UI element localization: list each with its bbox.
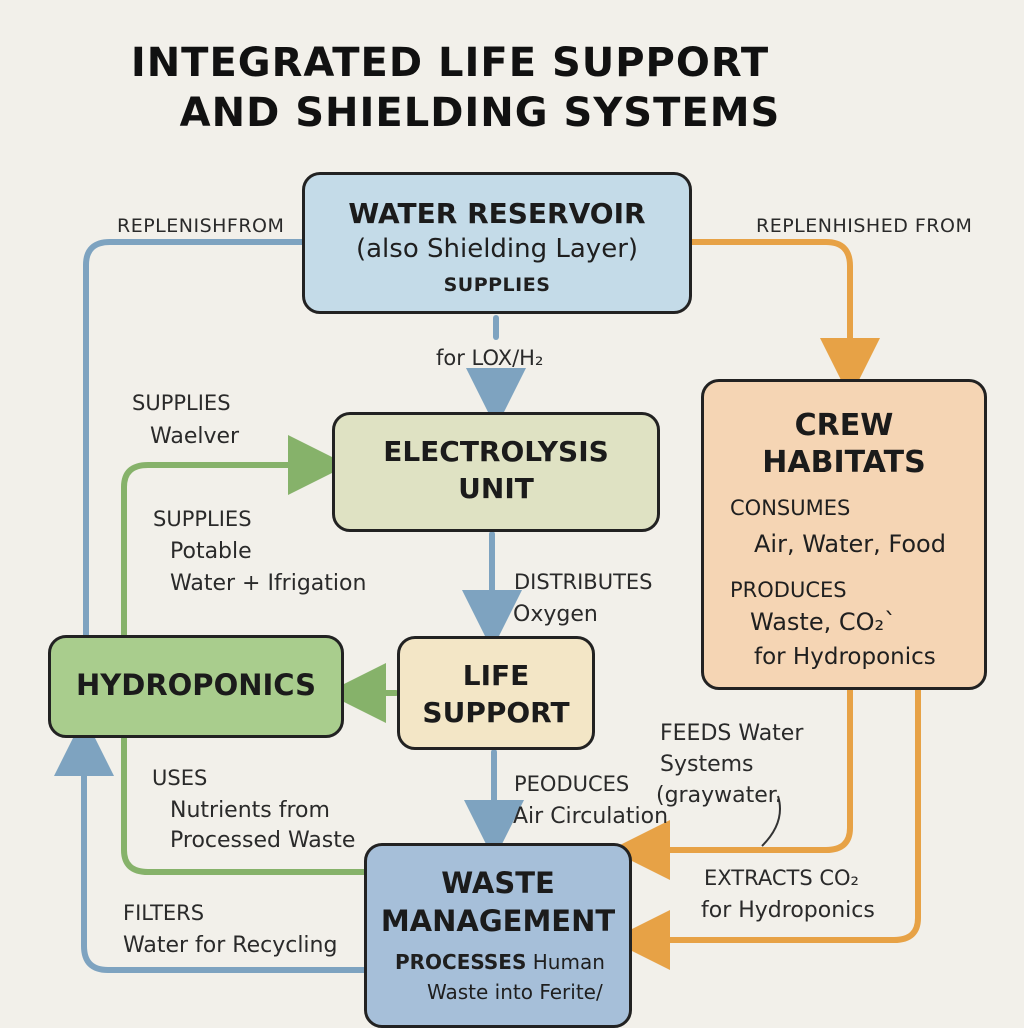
label-feeds-2: Systems [660,752,754,777]
page-title-line-1: INTEGRATED LIFE SUPPORT [130,40,770,86]
node-water-reservoir: WATER RESERVOIR (also Shielding Layer) S… [302,172,692,314]
label-supplies-potable-3: Water + Ifrigation [170,571,367,596]
label-distributes-2: Oxygen [513,602,598,627]
reservoir-subtitle: (also Shielding Layer) [355,234,639,264]
waste-line-2: MANAGEMENT [380,904,616,938]
habitats-produces-value-1: Waste, CO₂` [750,608,897,636]
label-uses-3: Processed Waste [170,828,356,853]
waste-processes-value-1: Human [532,950,605,974]
node-life-support: LIFE SUPPORT [397,636,595,750]
habitats-line-2: HABITATS [762,445,926,480]
label-replenish-left: REPLENISHFROM [117,215,285,237]
label-supplies-waelver-1: SUPPLIES [132,391,231,415]
edge-habitats-to-waste-extracts [610,687,921,970]
waste-line-1: WASTE [441,866,555,900]
waste-processes: PROCESSES Human [395,950,605,974]
label-uses-2: Nutrients from [170,798,330,823]
lifesupport-line-2: SUPPORT [422,696,570,729]
label-lox: for LOX/H₂ [436,346,544,370]
label-filters-1: FILTERS [123,901,205,925]
electrolysis-line-1: ELECTROLYSIS [383,435,609,468]
reservoir-tag: SUPPLIES [443,274,551,296]
edge-habitats-to-waste-feeds [610,687,853,880]
node-crew-habitats: CREW HABITATS CONSUMES Air, Water, Food … [701,379,987,690]
waste-processes-value-2: Waste into Ferite/ [427,980,603,1004]
label-filters-2: Water for Recycling [123,933,338,958]
hydroponics-title: HYDROPONICS [75,668,316,702]
edge-hydroponics-to-waste [121,735,367,875]
habitats-consumes-value: Air, Water, Food [754,530,946,558]
node-waste-management: WASTE MANAGEMENT PROCESSES Human Waste i… [364,843,632,1028]
label-supplies-potable-1: SUPPLIES [153,507,252,531]
habitats-produces-label: PRODUCES [730,578,847,602]
electrolysis-line-2: UNIT [458,472,534,505]
habitats-produces-value-2: for Hydroponics [754,644,936,670]
label-produces-air-2: Air Circulation [513,804,669,829]
edge-reservoir-to-habitats [689,239,880,398]
label-produces-air-1: PEODUCES [514,772,630,796]
edge-hydroponics-to-reservoir [83,239,305,638]
edge-hydroponics-to-electrolysis [121,435,348,638]
label-extracts-1: EXTRACTS CO₂ [704,866,859,890]
waste-processes-label: PROCESSES [395,950,527,974]
label-distributes-1: DISTRIBUTES [514,570,653,594]
node-hydroponics: HYDROPONICS [48,635,344,738]
reservoir-title: WATER RESERVOIR [348,197,646,230]
label-replenish-right: REPLENHISHED FROM [756,215,973,237]
label-extracts-2: for Hydroponics [701,898,875,923]
habitats-line-1: CREW [794,408,894,443]
label-supplies-potable-2: Potable [170,539,252,564]
callout-line [761,795,781,847]
lifesupport-line-1: LIFE [462,659,530,692]
node-electrolysis-unit: ELECTROLYSIS UNIT [332,412,660,532]
page-title-line-2: AND SHIELDING SYSTEMS [179,90,781,136]
label-uses-1: USES [152,766,208,790]
label-feeds-3: (graywater. [656,783,782,808]
habitats-consumes-label: CONSUMES [730,496,851,520]
edge-waste-to-hydroponics [54,716,367,973]
label-supplies-waelver-2: Waelver [150,424,240,449]
label-feeds-1: FEEDS Water [660,721,804,746]
